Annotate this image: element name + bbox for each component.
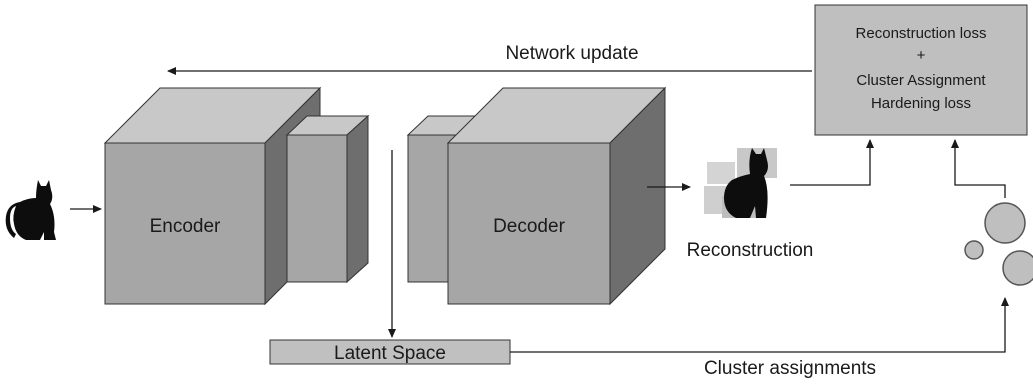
cluster-bubbles-icon [964,202,1033,286]
loss-line-2: + [917,47,926,64]
cluster-assignment-arrow [510,297,1009,353]
network-update-label: Network update [505,43,638,64]
encoder-small-block [285,114,370,284]
decoder-block [446,86,667,306]
cluster-loss-arrow [951,139,1006,198]
loss-line-4: Hardening loss [871,95,971,112]
reconstructed-cat-icon [704,148,777,218]
loss-line-1: Reconstruction loss [856,25,987,42]
cluster-assignments-label: Cluster assignments [704,358,876,379]
cat-silhouette-icon [5,180,56,240]
loss-box [814,4,1028,136]
decoder-label: Decoder [493,216,565,237]
reconstruction-loss-arrow [790,139,874,186]
latent-space-label: Latent Space [334,343,446,364]
reconstruction-label: Reconstruction [687,240,814,261]
encoder-label: Encoder [150,216,221,237]
loss-line-3: Cluster Assignment [856,72,986,89]
